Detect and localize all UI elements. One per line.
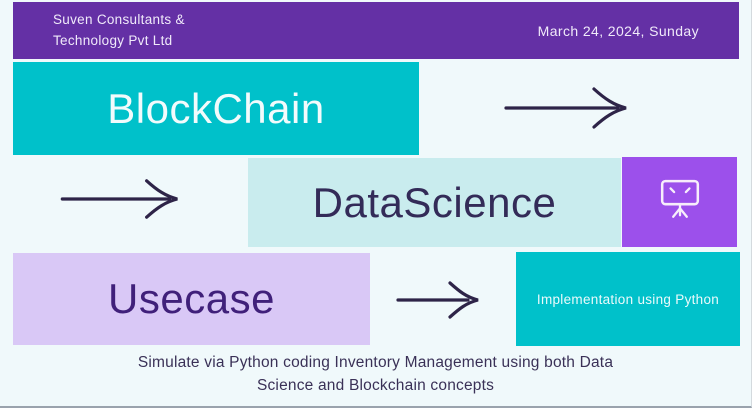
caption-line2: Science and Blockchain concepts	[256, 377, 495, 395]
arrow-right-icon	[502, 84, 644, 132]
implementation-block: Implementation using Python	[516, 252, 740, 346]
company-name-line1: Suven Consultants &	[53, 11, 185, 27]
usecase-label: Usecase	[108, 275, 275, 322]
datascience-label: DataScience	[312, 178, 557, 226]
caption-line1: Simulate via Python coding Inventory Man…	[137, 354, 614, 371]
company-name: Suven Consultants & Technology Pvt Ltd	[53, 10, 185, 52]
company-name-line2: Technology Pvt Ltd	[53, 32, 173, 48]
date-text: March 24, 2024, Sunday	[537, 22, 699, 39]
arrow-right-icon	[394, 278, 488, 321]
header-banner: Suven Consultants & Technology Pvt Ltd M…	[13, 2, 739, 59]
arrow-right-icon	[58, 176, 195, 222]
slide-caption: Simulate via Python coding Inventory Man…	[0, 351, 751, 398]
blockchain-label: BlockChain	[107, 84, 325, 132]
usecase-block: Usecase	[13, 253, 370, 345]
implementation-label: Implementation using Python	[536, 291, 720, 307]
blockchain-block: BlockChain	[13, 62, 419, 155]
presentation-board-icon	[659, 178, 701, 227]
datascience-block: DataScience	[248, 158, 621, 247]
presentation-icon-block	[622, 157, 737, 247]
